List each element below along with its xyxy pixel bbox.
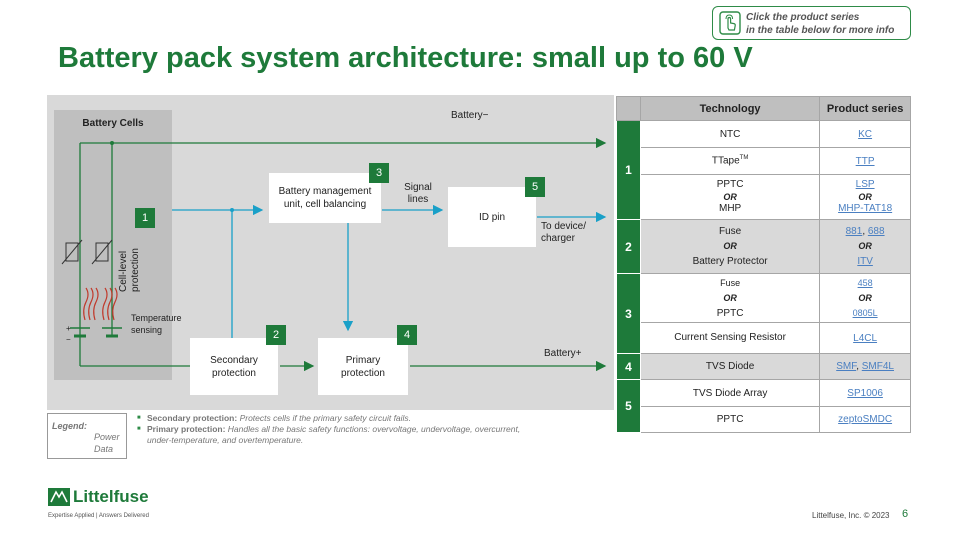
- or-text: OR: [723, 292, 737, 303]
- or-text: OR: [723, 241, 737, 251]
- signal-lines-label: Signal lines: [404, 182, 432, 205]
- id-pin-box: ID pin: [448, 187, 536, 247]
- note-primary: Primary protection: Handles all the basi…: [137, 424, 527, 446]
- or-text: OR: [858, 241, 872, 251]
- product-link-smf[interactable]: SMF: [836, 361, 857, 372]
- battery-cells-panel: [54, 110, 172, 380]
- battery-cells-label: Battery Cells: [82, 118, 144, 129]
- series-cell: 458 OR 0805L: [819, 273, 911, 323]
- badge-5: 5: [525, 177, 545, 197]
- minus-sign: −: [66, 335, 71, 344]
- tech-cell: TVS Diode Array: [639, 379, 821, 407]
- note-secondary: Secondary protection: Protects cells if …: [137, 413, 527, 424]
- group-num-2: 2: [616, 219, 641, 274]
- product-link-688[interactable]: 688: [867, 226, 885, 237]
- or-text: OR: [858, 292, 872, 303]
- product-link-l4cl[interactable]: L4CL: [819, 322, 911, 354]
- legend-data: Data: [94, 444, 114, 454]
- header-technology: Technology: [639, 96, 821, 121]
- tech-text: Fuse: [720, 277, 741, 288]
- tap-hand-icon: [719, 11, 741, 35]
- series-cell: 881, 688 OR ITV: [819, 219, 911, 274]
- hint-line-1: Click the product series: [746, 12, 860, 23]
- group-num-4: 4: [616, 353, 641, 380]
- tech-text: PPTC: [716, 179, 744, 190]
- page-title: Battery pack system architecture: small …: [58, 42, 753, 74]
- legend: [47, 413, 127, 459]
- badge-2: 2: [266, 325, 286, 345]
- or-text: OR: [723, 192, 737, 202]
- product-link-ttp[interactable]: TTP: [819, 147, 911, 175]
- product-link-zeptosmdc[interactable]: zeptoSMDC: [819, 406, 911, 433]
- tech-text: Battery Protector: [692, 256, 768, 267]
- table-hint-callout: Click the product series in the table be…: [712, 6, 911, 40]
- trademark-sup: TM: [739, 155, 749, 162]
- cell-level-protection-label: Cell-level protection: [118, 248, 141, 292]
- tech-cell: Fuse OR Battery Protector: [639, 219, 821, 274]
- tech-text: TTape: [711, 155, 740, 167]
- logo-tagline: Expertise Applied | Answers Delivered: [48, 513, 149, 519]
- product-link-mhp-tat18[interactable]: MHP-TAT18: [838, 203, 893, 214]
- tech-cell: Fuse OR PPTC: [639, 273, 821, 323]
- legend-title: Legend:: [52, 421, 87, 431]
- legend-power: Power: [94, 432, 120, 442]
- logo-mark-icon: [48, 488, 70, 506]
- badge-4: 4: [397, 325, 417, 345]
- group-num-3: 3: [616, 273, 641, 354]
- battery-plus-label: Battery+: [544, 348, 582, 359]
- tech-cell: TVS Diode: [639, 353, 821, 380]
- page-number: 6: [902, 508, 909, 520]
- tech-text: Fuse: [718, 226, 742, 237]
- product-link-smf4l[interactable]: SMF4L: [861, 361, 894, 372]
- tech-cell: Current Sensing Resistor: [639, 322, 821, 354]
- bms-box: Battery management unit, cell balancing: [269, 173, 381, 223]
- badge-1: 1: [135, 208, 155, 228]
- tech-text: MHP: [718, 203, 742, 214]
- tech-text: PPTC: [716, 307, 744, 319]
- secondary-protection-box: Secondary protection: [190, 338, 278, 395]
- group-num-1: 1: [616, 120, 641, 220]
- separator: ,: [862, 226, 868, 237]
- to-device-label: To device/ charger: [541, 221, 587, 244]
- separator: ,: [856, 361, 862, 372]
- product-link-881[interactable]: 881: [845, 226, 863, 237]
- primary-protection-box: Primary protection: [318, 338, 408, 395]
- or-text: OR: [858, 192, 872, 202]
- temperature-sensing-label: Temperature sensing: [131, 313, 182, 335]
- product-link-0805l[interactable]: 0805L: [852, 307, 878, 318]
- hint-line-2: in the table below for more info: [746, 25, 895, 36]
- footer-copyright: Littelfuse, Inc. © 2023: [812, 511, 890, 520]
- battery-minus-label: Battery−: [451, 110, 489, 121]
- tech-cell: TTapeTM: [639, 147, 821, 175]
- product-table: Technology Product series 1 NTC KC TTape…: [616, 96, 911, 433]
- header-product-series: Product series: [819, 96, 911, 121]
- product-link-sp1006[interactable]: SP1006: [819, 379, 911, 407]
- badge-3: 3: [369, 163, 389, 183]
- group-num-5: 5: [616, 379, 641, 433]
- logo-wordmark: Littelfuse: [73, 487, 149, 506]
- product-link-kc[interactable]: KC: [819, 120, 911, 148]
- product-link-lsp[interactable]: LSP: [855, 179, 875, 190]
- notes-list: Secondary protection: Protects cells if …: [137, 413, 527, 446]
- tech-cell: PPTC OR MHP: [639, 174, 821, 220]
- plus-sign: +: [66, 324, 71, 333]
- product-link-itv[interactable]: ITV: [857, 256, 873, 267]
- product-link-458[interactable]: 458: [857, 277, 873, 288]
- tech-cell: PPTC: [639, 406, 821, 433]
- series-cell: LSP OR MHP-TAT18: [819, 174, 911, 220]
- tech-cell: NTC: [639, 120, 821, 148]
- series-cell: SMF, SMF4L: [819, 353, 911, 380]
